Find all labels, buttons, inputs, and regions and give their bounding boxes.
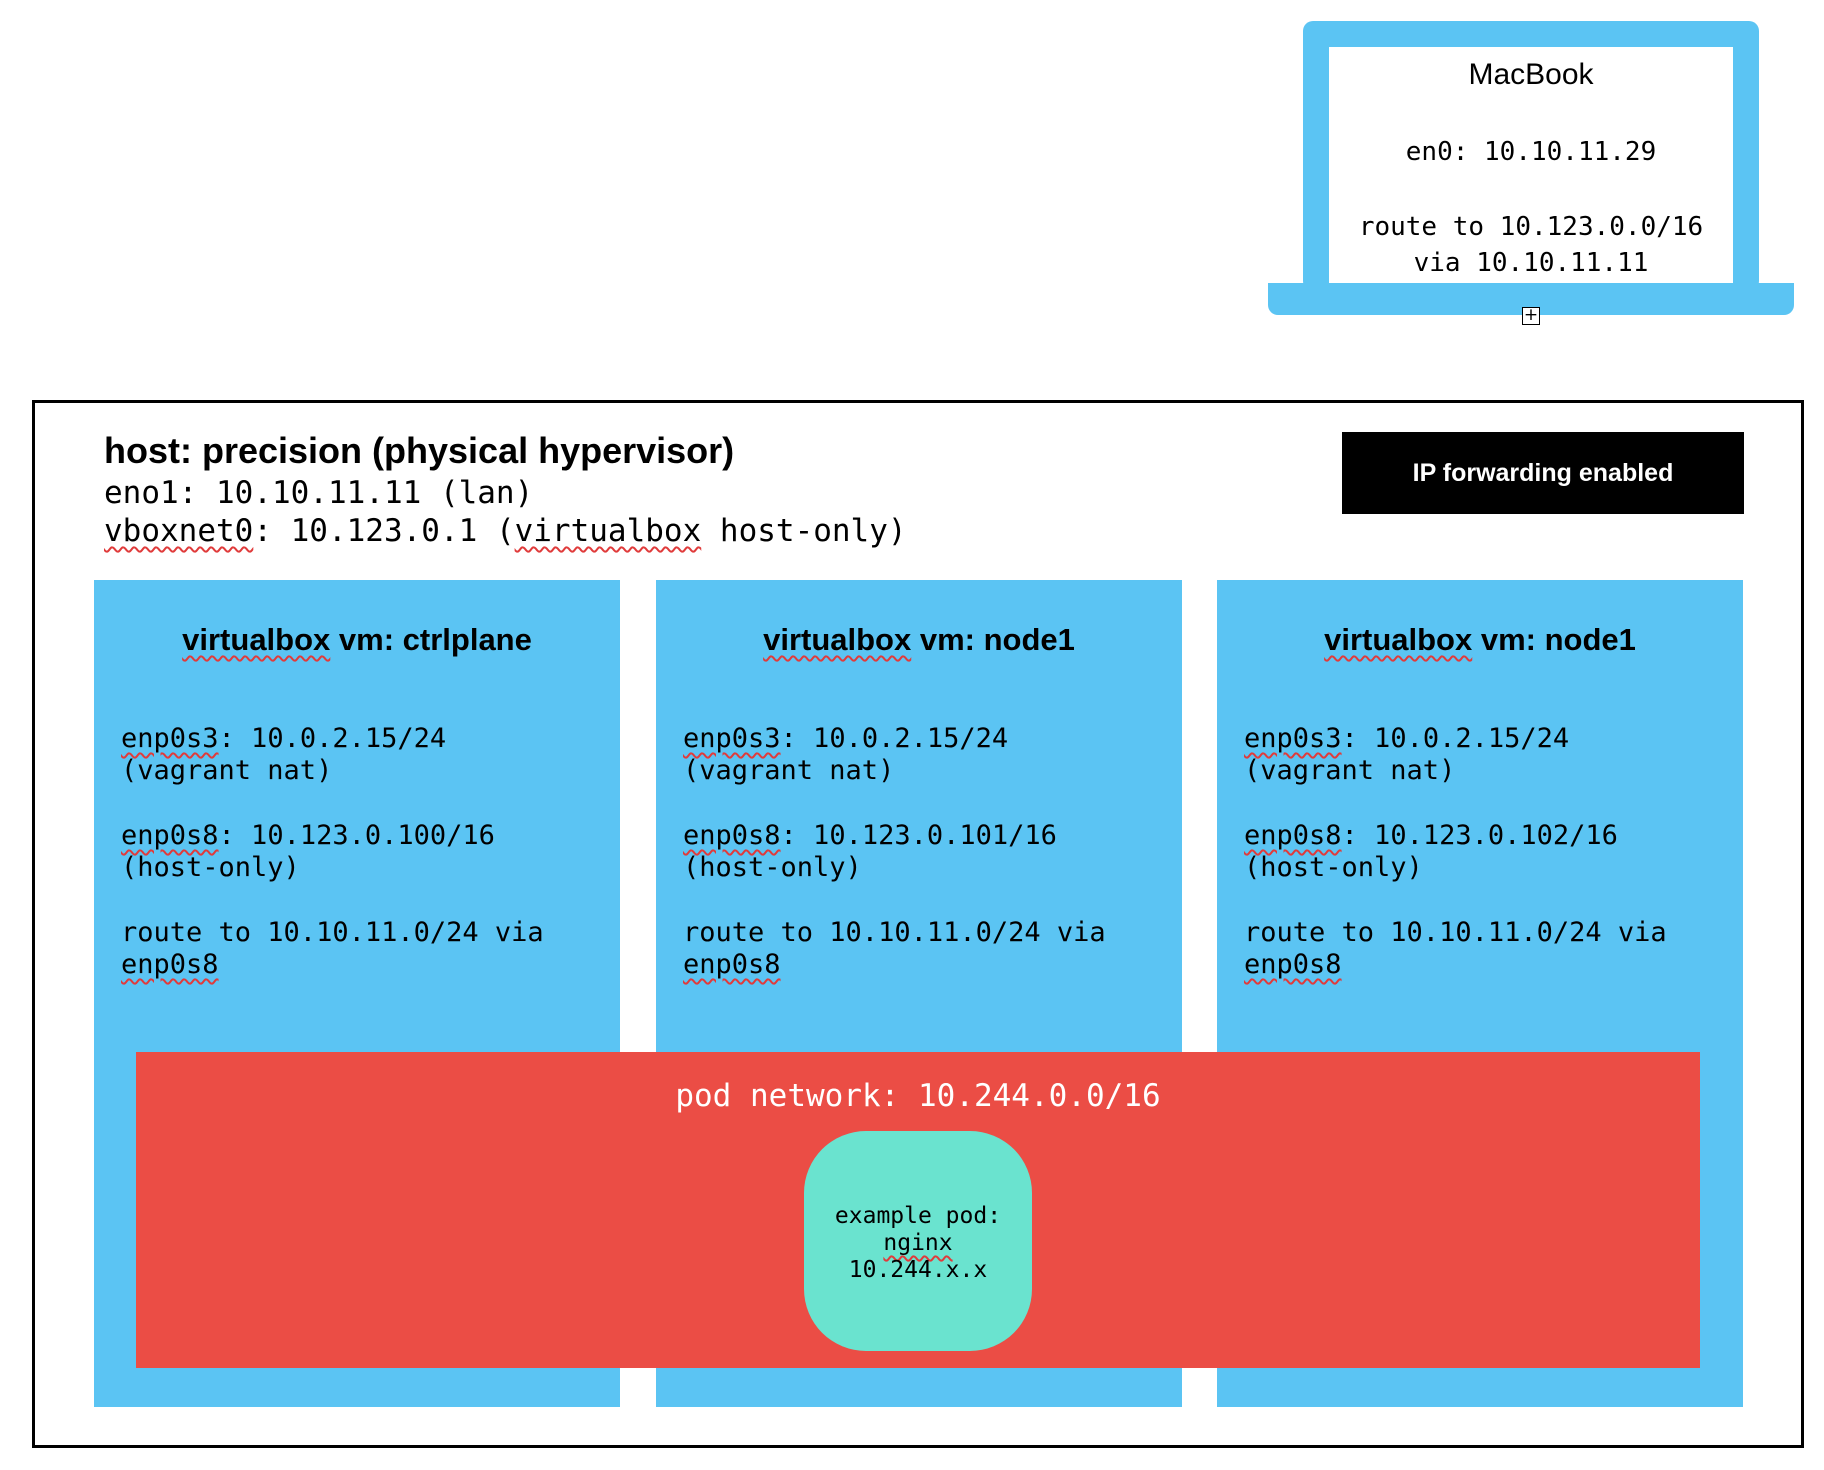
vm-host-address: enp0s8: 10.123.0.101/16	[683, 820, 1057, 851]
pod-name-text: nginx	[883, 1230, 953, 1256]
pod-name: nginx	[804, 1230, 1032, 1256]
pod-label: example pod:	[834, 1203, 1002, 1229]
vm-nat-addr: : 10.0.2.15/24	[780, 723, 1009, 754]
macbook-screen	[1329, 47, 1733, 284]
vm-nat-addr: : 10.0.2.15/24	[218, 723, 447, 754]
vm-route-iface: enp0s8	[1244, 949, 1342, 980]
example-pod	[804, 1131, 1032, 1351]
vm-nat-address: enp0s3: 10.0.2.15/24	[1244, 723, 1569, 754]
vm-title: virtualbox vm: ctrlplane	[94, 622, 620, 658]
host-eno1: eno1: 10.10.11.11 (lan)	[104, 475, 534, 511]
vm-host-iface: enp0s8	[121, 820, 219, 851]
host-box	[32, 400, 1804, 1448]
macbook-route-line1: route to 10.123.0.0/16	[1358, 212, 1704, 242]
vm-host-iface: enp0s8	[683, 820, 781, 851]
vm-nat-note: (vagrant nat)	[683, 755, 895, 786]
vm-route-iface-name: enp0s8	[121, 949, 219, 980]
vm-host-addr: : 10.123.0.100/16	[218, 820, 495, 851]
vm-route-iface-name: enp0s8	[683, 949, 781, 980]
macbook-title: MacBook	[1468, 58, 1594, 91]
vm-title-name: vm: node1	[911, 622, 1075, 657]
vm-title: virtualbox vm: node1	[1217, 622, 1743, 658]
vm-host-addr: : 10.123.0.101/16	[780, 820, 1057, 851]
host-title: host: precision (physical hypervisor)	[104, 430, 735, 471]
pod-network-title: pod network: 10.244.0.0/16	[675, 1078, 1161, 1114]
vboxnet0-mode: host-only)	[701, 513, 907, 549]
vm-nat-iface: enp0s3	[121, 723, 219, 754]
vm-title-name: vm: node1	[1472, 622, 1636, 657]
vm-route-iface: enp0s8	[121, 949, 219, 980]
vboxnet0-address: : 10.123.0.1 (	[253, 513, 515, 549]
vm-host-iface: enp0s8	[1244, 820, 1342, 851]
host-vboxnet0: vboxnet0: 10.123.0.1 (virtualbox host-on…	[104, 513, 907, 549]
vm-host-address: enp0s8: 10.123.0.100/16	[121, 820, 495, 851]
vboxnet0-virtualbox: virtualbox	[514, 513, 702, 549]
vm-host-note: (host-only)	[1244, 852, 1423, 883]
vm-title-virtualbox: virtualbox	[1324, 622, 1473, 657]
vm-host-addr: : 10.123.0.102/16	[1341, 820, 1618, 851]
vm-host-note: (host-only)	[683, 852, 862, 883]
macbook-en0: en0: 10.10.11.29	[1405, 137, 1657, 167]
vm-route: route to 10.10.11.0/24 via	[1244, 917, 1667, 948]
ip-forwarding-badge: IP forwarding enabled	[1342, 432, 1744, 514]
vboxnet0-name: vboxnet0	[104, 513, 254, 549]
vm-title-name: vm: ctrlplane	[330, 622, 532, 657]
vm-nat-addr: : 10.0.2.15/24	[1341, 723, 1570, 754]
vm-nat-note: (vagrant nat)	[121, 755, 333, 786]
vm-nat-iface: enp0s3	[1244, 723, 1342, 754]
vm-route-iface-name: enp0s8	[1244, 949, 1342, 980]
vm-nat-address: enp0s3: 10.0.2.15/24	[683, 723, 1008, 754]
vm-title-virtualbox: virtualbox	[763, 622, 912, 657]
vm-host-address: enp0s8: 10.123.0.102/16	[1244, 820, 1618, 851]
vm-nat-note: (vagrant nat)	[1244, 755, 1456, 786]
macbook-route-line2: via 10.10.11.11	[1413, 248, 1649, 278]
pod-ip: 10.244.x.x	[848, 1257, 988, 1283]
vm-nat-address: enp0s3: 10.0.2.15/24	[121, 723, 446, 754]
plus-box-icon[interactable]: +	[1522, 305, 1540, 325]
vm-route: route to 10.10.11.0/24 via	[121, 917, 544, 948]
vm-title-virtualbox: virtualbox	[182, 622, 331, 657]
vm-nat-iface: enp0s3	[683, 723, 781, 754]
vm-route-iface: enp0s8	[683, 949, 781, 980]
vm-route: route to 10.10.11.0/24 via	[683, 917, 1106, 948]
vm-title: virtualbox vm: node1	[656, 622, 1182, 658]
vm-host-note: (host-only)	[121, 852, 300, 883]
